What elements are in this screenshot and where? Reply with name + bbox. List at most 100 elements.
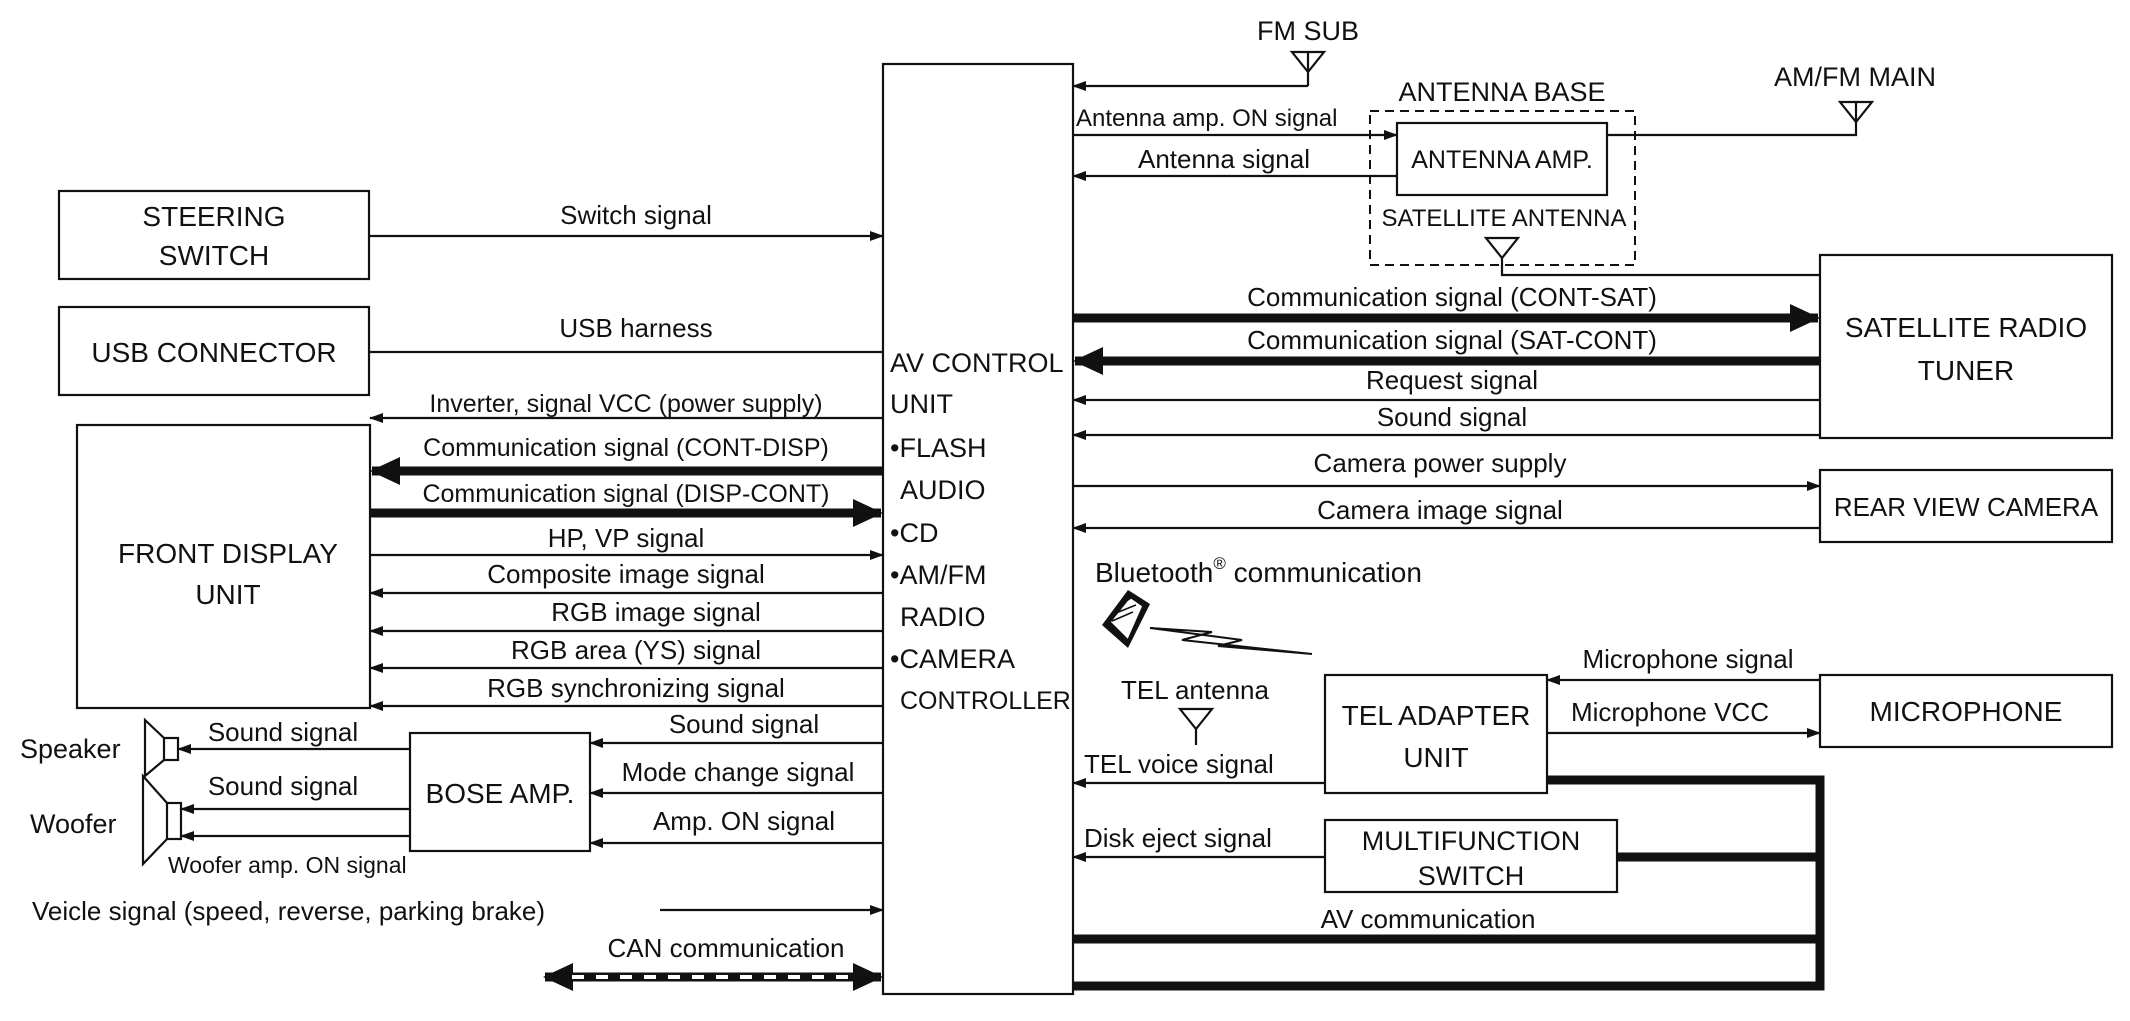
- front-display-label-1: FRONT DISPLAY: [118, 538, 338, 569]
- microphone-vcc-line: Microphone VCC: [1547, 697, 1821, 738]
- svg-text:USB harness: USB harness: [559, 313, 712, 343]
- tel-voice-line: TEL voice signal: [1072, 749, 1325, 788]
- speaker-sound-line: Sound signal: [177, 717, 410, 754]
- av-communication-bus: AV communication: [1073, 775, 1825, 991]
- inverter-vcc-line: Inverter, signal VCC (power supply): [369, 390, 883, 423]
- av-control-line-8: •CAMERA: [890, 644, 1015, 674]
- svg-text:Veicle signal (speed, reverse,: Veicle signal (speed, reverse, parking b…: [32, 896, 545, 926]
- rear-view-camera-block: REAR VIEW CAMERA: [1818, 468, 2114, 544]
- svg-text:Antenna amp. ON signal: Antenna amp. ON signal: [1076, 105, 1337, 132]
- front-display-label-2: UNIT: [195, 579, 260, 610]
- svg-text:TEL voice signal: TEL voice signal: [1084, 749, 1274, 779]
- satellite-antenna-symbol: [1483, 236, 1820, 277]
- multifunction-switch-label-2: SWITCH: [1418, 861, 1524, 891]
- svg-text:RGB synchronizing signal: RGB synchronizing signal: [487, 673, 785, 703]
- steering-switch-label-1: STEERING: [142, 201, 285, 232]
- tel-adapter-label-2: UNIT: [1403, 742, 1468, 773]
- svg-text:Sound signal: Sound signal: [208, 771, 358, 801]
- bluetooth-lightning-icon: [1149, 627, 1313, 655]
- satellite-antenna-label: SATELLITE ANTENNA: [1382, 205, 1627, 232]
- svg-text:Communication signal (SAT-CONT: Communication signal (SAT-CONT): [1247, 325, 1657, 355]
- bluetooth-label: Bluetooth® communication: [1095, 554, 1422, 588]
- svg-text:Microphone signal: Microphone signal: [1582, 644, 1793, 674]
- av-control-line-2: UNIT: [890, 389, 953, 419]
- switch-signal-line: Switch signal: [369, 200, 884, 241]
- mode-change-line: Mode change signal: [589, 757, 883, 798]
- svg-text:Camera power supply: Camera power supply: [1314, 448, 1567, 478]
- svg-text:AV communication: AV communication: [1321, 904, 1536, 934]
- svg-text:HP, VP signal: HP, VP signal: [548, 523, 705, 553]
- camera-power-line: Camera power supply: [1073, 448, 1821, 491]
- svg-text:Disk eject signal: Disk eject signal: [1084, 823, 1272, 853]
- satellite-tuner-label-1: SATELLITE RADIO: [1845, 312, 2087, 343]
- av-control-line-1: AV CONTROL: [890, 348, 1064, 378]
- satellite-radio-tuner-block: SATELLITE RADIO TUNER: [1818, 253, 2114, 440]
- speaker-icon: [143, 717, 180, 779]
- speaker-label: Speaker: [20, 734, 121, 764]
- svg-text:RGB area (YS) signal: RGB area (YS) signal: [511, 635, 761, 665]
- woofer-sound-line: Sound signal: [180, 771, 410, 814]
- antenna-amp-on-line: Antenna amp. ON signal: [1073, 105, 1398, 140]
- am-fm-main-antenna: AM/FM MAIN: [1607, 62, 1936, 137]
- rgb-area-line: RGB area (YS) signal: [369, 635, 883, 673]
- comm-cont-sat-line: Communication signal (CONT-SAT): [1073, 282, 1820, 332]
- woofer-amp-on-line: Woofer amp. ON signal: [168, 831, 410, 878]
- bose-amp-label: BOSE AMP.: [426, 778, 575, 809]
- comm-cont-disp-line: Communication signal (CONT-DISP): [370, 434, 883, 485]
- svg-text:Composite image signal: Composite image signal: [487, 559, 764, 589]
- svg-text:Communication signal (CONT-DIS: Communication signal (CONT-DISP): [423, 434, 829, 462]
- satellite-tuner-label-2: TUNER: [1918, 355, 2014, 386]
- request-signal-line: Request signal: [1072, 365, 1820, 405]
- svg-text:Amp. ON signal: Amp. ON signal: [653, 806, 835, 836]
- can-communication-line: CAN communication: [543, 933, 883, 991]
- steering-switch-label-2: SWITCH: [159, 240, 269, 271]
- svg-text:Switch signal: Switch signal: [560, 200, 712, 230]
- rgb-image-line: RGB image signal: [369, 597, 883, 636]
- woofer-label: Woofer: [30, 809, 117, 839]
- multifunction-switch-label-1: MULTIFUNCTION: [1362, 826, 1580, 856]
- svg-text:Microphone VCC: Microphone VCC: [1571, 697, 1769, 727]
- svg-text:Camera image signal: Camera image signal: [1317, 495, 1563, 525]
- tel-adapter-label-1: TEL ADAPTER: [1342, 700, 1531, 731]
- svg-text:CAN communication: CAN communication: [608, 933, 845, 963]
- front-display-unit-block: FRONT DISPLAY UNIT: [75, 423, 372, 710]
- woofer-icon: [141, 773, 183, 867]
- microphone-block: MICROPHONE: [1818, 673, 2114, 749]
- amp-on-line: Amp. ON signal: [589, 806, 883, 848]
- svg-text:Sound signal: Sound signal: [1377, 402, 1527, 432]
- am-fm-main-label: AM/FM MAIN: [1774, 62, 1936, 92]
- svg-text:Antenna signal: Antenna signal: [1138, 144, 1310, 174]
- sound-signal-to-bose-line: Sound signal: [589, 709, 883, 748]
- av-control-line-7: RADIO: [900, 602, 986, 632]
- rgb-sync-line: RGB synchronizing signal: [369, 673, 883, 711]
- av-control-line-4: AUDIO: [900, 475, 986, 505]
- svg-text:Woofer amp. ON signal: Woofer amp. ON signal: [168, 852, 407, 878]
- steering-switch-block: STEERING SWITCH: [57, 189, 371, 281]
- av-control-unit-block: AV CONTROL UNIT •FLASH AUDIO •CD •AM/FM …: [881, 62, 1075, 996]
- svg-text:Mode change signal: Mode change signal: [622, 757, 855, 787]
- svg-text:Sound signal: Sound signal: [669, 709, 819, 739]
- svg-text:RGB image signal: RGB image signal: [551, 597, 761, 627]
- bluetooth-phone-icon: [1102, 590, 1150, 648]
- usb-connector-block: USB CONNECTOR: [57, 305, 371, 397]
- antenna-base-block: ANTENNA BASE ANTENNA AMP. SATELLITE ANTE…: [1369, 77, 1636, 266]
- microphone-label: MICROPHONE: [1870, 696, 2063, 727]
- bose-amp-block: BOSE AMP.: [408, 731, 592, 853]
- av-control-line-6: •AM/FM: [890, 560, 986, 590]
- usb-connector-label: USB CONNECTOR: [91, 337, 336, 368]
- av-control-line-5: •CD: [890, 518, 938, 548]
- antenna-amp-label: ANTENNA AMP.: [1411, 146, 1593, 174]
- av-control-line-3: •FLASH: [890, 433, 986, 463]
- comm-sat-cont-line: Communication signal (SAT-CONT): [1073, 325, 1820, 375]
- comm-disp-cont-line: Communication signal (DISP-CONT): [370, 480, 883, 527]
- fm-sub-antenna: FM SUB: [1072, 16, 1359, 91]
- tel-antenna: TEL antenna: [1121, 675, 1269, 745]
- tel-adapter-unit-block: TEL ADAPTER UNIT: [1323, 673, 1549, 795]
- svg-text:Communication signal (DISP-CON: Communication signal (DISP-CONT): [422, 480, 829, 508]
- antenna-signal-line: Antenna signal: [1072, 144, 1397, 181]
- svg-text:Communication signal (CONT-SAT: Communication signal (CONT-SAT): [1247, 282, 1657, 312]
- tel-antenna-label: TEL antenna: [1121, 675, 1269, 705]
- hp-vp-line: HP, VP signal: [370, 523, 884, 560]
- camera-image-line: Camera image signal: [1072, 495, 1820, 533]
